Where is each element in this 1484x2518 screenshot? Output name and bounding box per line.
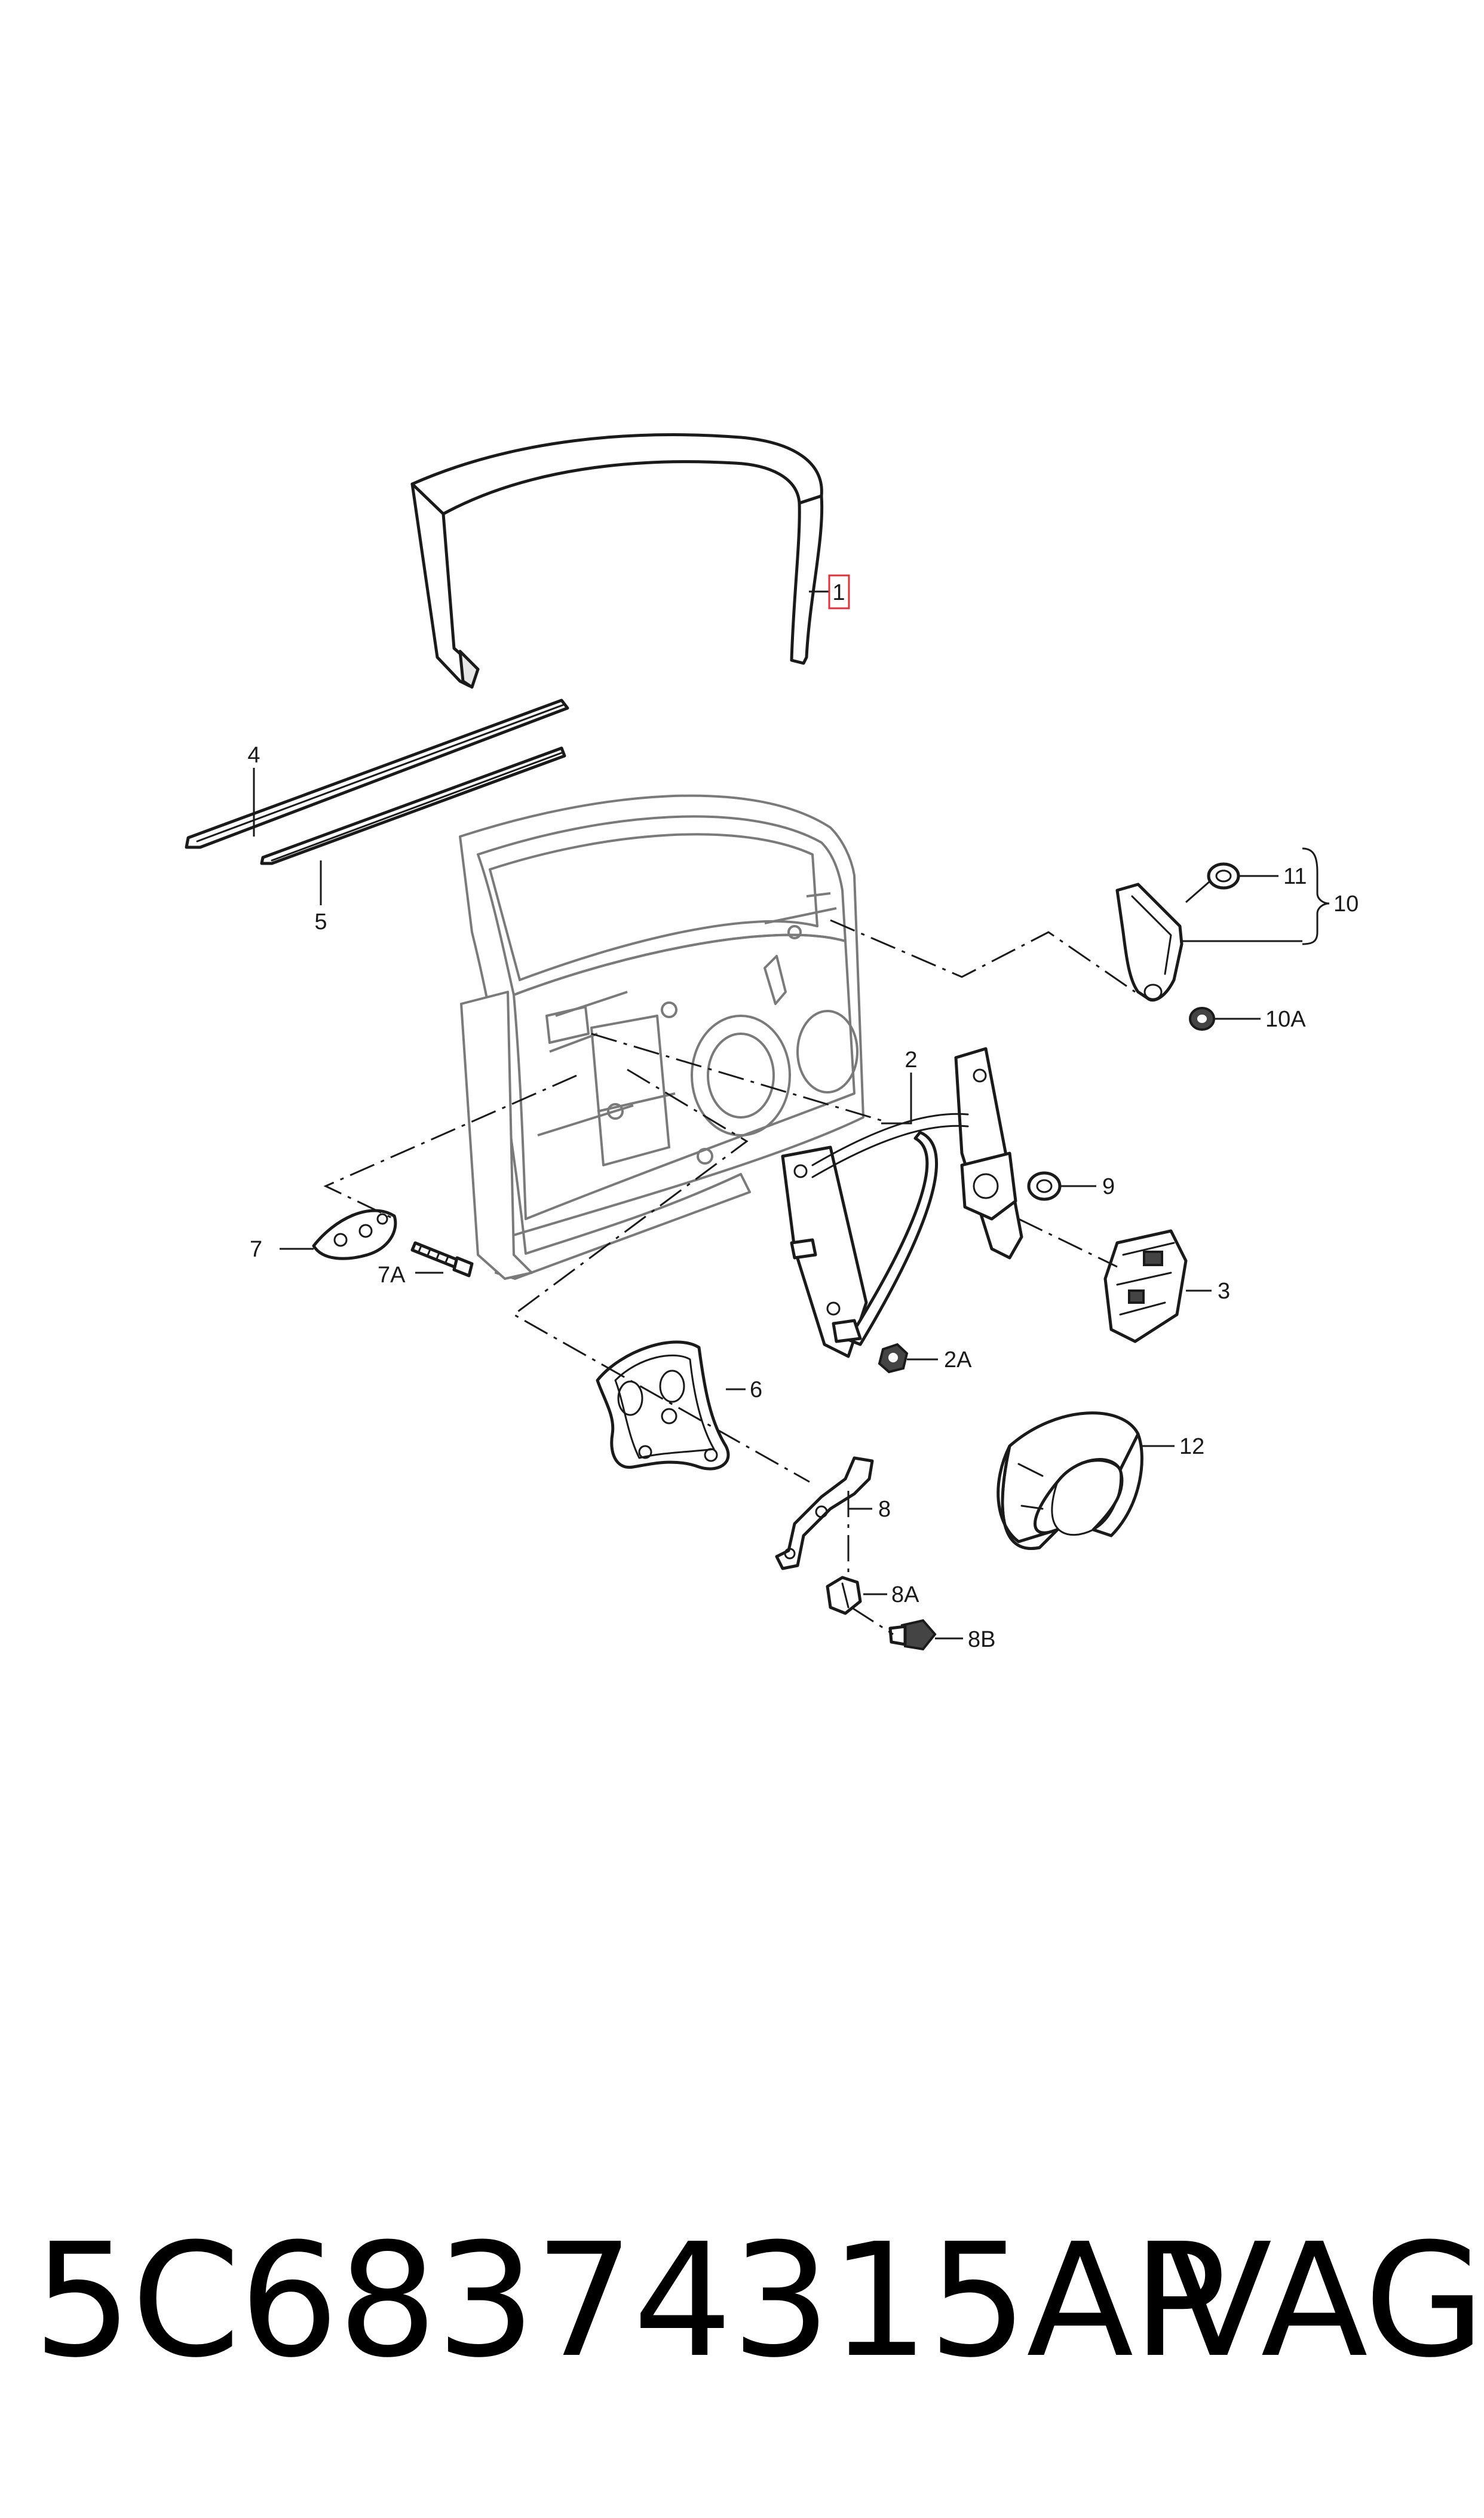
callout-1[interactable]: 1	[828, 574, 850, 609]
nut-part-2a[interactable]	[878, 1343, 909, 1374]
callout-8a[interactable]: 8A	[891, 1582, 919, 1607]
cover-plate-part-6[interactable]	[596, 1340, 730, 1471]
assembly-lines	[323, 919, 1136, 1635]
window-regulator-part-2[interactable]	[781, 1047, 1023, 1358]
inner-weatherstrip-part-5[interactable]	[260, 746, 566, 865]
callout-4[interactable]: 4	[247, 743, 260, 768]
outer-weatherstrip-part-4[interactable]	[185, 699, 569, 849]
callout-10[interactable]: 10	[1333, 892, 1359, 917]
seal-ring-part-11[interactable]	[1207, 862, 1240, 890]
door-shell[interactable]	[459, 794, 864, 1280]
callout-2a[interactable]: 2A	[944, 1347, 972, 1373]
mirror-bracket-part-10[interactable]	[1115, 883, 1183, 1002]
callout-10a[interactable]: 10A	[1265, 1007, 1306, 1032]
callout-6[interactable]: 6	[750, 1377, 762, 1402]
bracket-part-8[interactable]	[775, 1456, 874, 1570]
callout-7[interactable]: 7	[250, 1237, 262, 1262]
clip-part-8a[interactable]	[826, 1576, 862, 1615]
callout-8[interactable]: 8	[878, 1497, 891, 1522]
callout-2[interactable]: 2	[904, 1047, 917, 1073]
bracket-part-7[interactable]	[312, 1209, 397, 1260]
window-seal-part-1[interactable]	[410, 433, 824, 689]
callout-11[interactable]: 11	[1283, 864, 1307, 889]
part-number: 5C68374315AP	[33, 2210, 1227, 2392]
callout-labels: 1 4 5 2 2A 3 6 7 7A 8 8A 8B 9 10 10A 11 …	[247, 574, 1359, 1652]
svg-text:1: 1	[832, 580, 845, 605]
washer-part-9[interactable]	[1027, 1171, 1062, 1201]
callout-7a[interactable]: 7A	[378, 1263, 406, 1288]
callout-12[interactable]: 12	[1179, 1434, 1204, 1459]
callout-8b[interactable]: 8B	[968, 1627, 995, 1652]
foam-insulator-part-12[interactable]	[997, 1411, 1143, 1550]
callout-5[interactable]: 5	[314, 909, 327, 935]
callout-3[interactable]: 3	[1218, 1279, 1230, 1304]
callout-9[interactable]: 9	[1102, 1174, 1115, 1199]
screw-part-8b[interactable]	[888, 1619, 937, 1651]
brand-name: VAG	[1165, 2210, 1484, 2392]
leader-lines	[253, 590, 1330, 1640]
window-motor-part-3[interactable]	[1103, 1229, 1188, 1343]
stud-part-7a[interactable]	[410, 1241, 474, 1278]
nut-part-10a[interactable]	[1189, 1007, 1215, 1031]
